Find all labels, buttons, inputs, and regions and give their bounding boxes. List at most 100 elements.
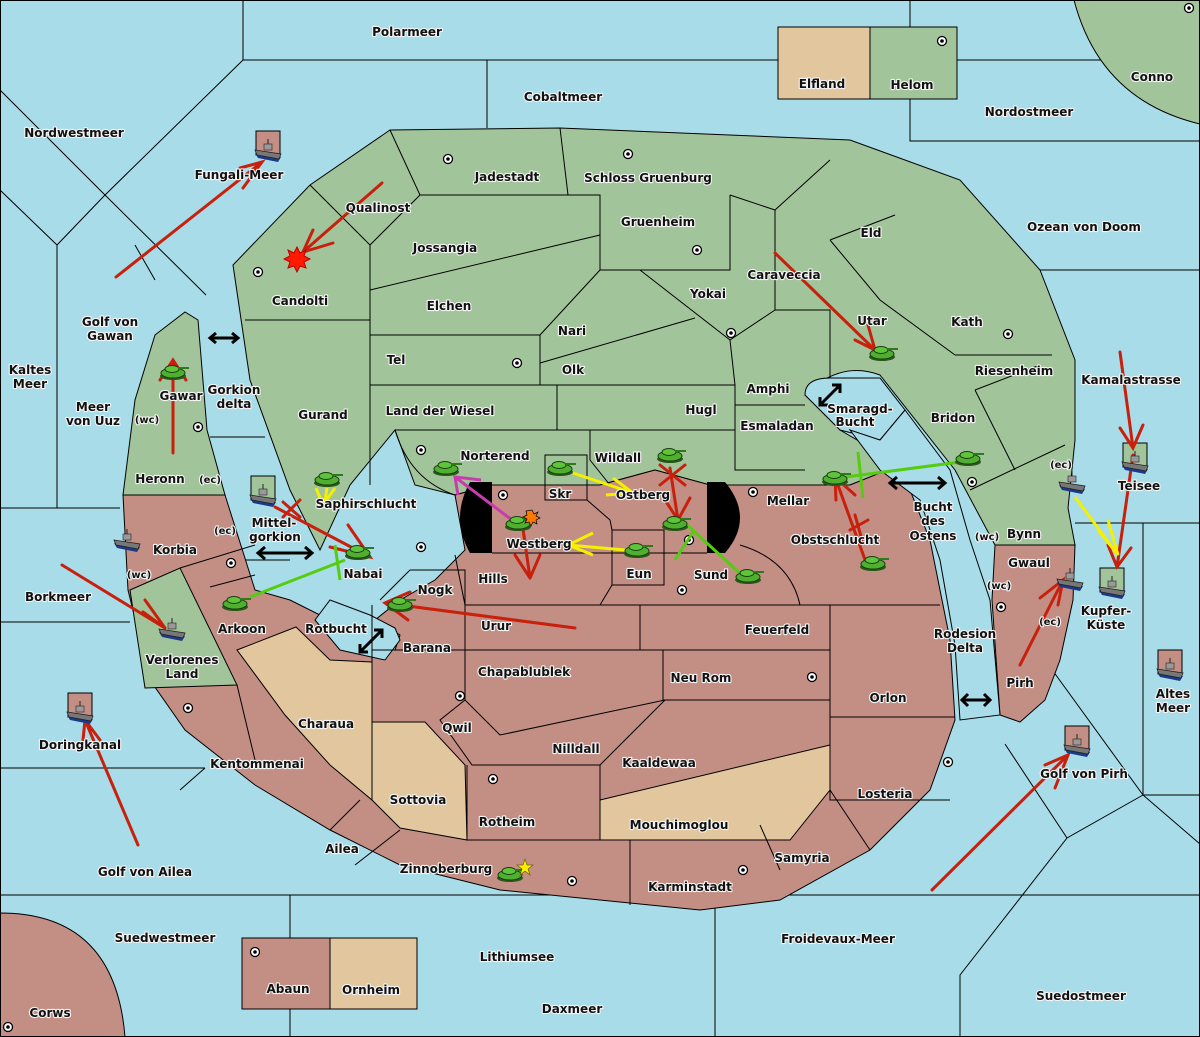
label-gawar-wc: (wc) [135,415,159,426]
supply-center-icon [497,489,509,501]
label-hugl: Hugl [685,403,716,417]
supply-center-icon [2,1021,14,1033]
label-kath: Kath [951,315,983,329]
label-bucht-3: Ostens [910,529,957,543]
label-wildall: Wildall [595,451,641,465]
label-gorkion-2: delta [217,397,252,411]
label-rotbucht: Rotbucht [305,622,367,636]
label-saphirschlucht: Saphirschlucht [316,497,417,511]
label-eun: Eun [626,567,651,581]
label-urur: Urur [481,619,511,633]
supply-center-icon [966,476,978,488]
label-jossangia: Jossangia [412,241,477,255]
label-smaragd-1: Smaragd- [827,402,892,416]
label-rodesion-2: Delta [947,641,983,655]
label-bynn-ec: (ec) [1050,460,1072,471]
label-ostberg: Ostberg [616,488,670,502]
label-golf-gawan-1: Golf von [82,315,138,329]
label-schloss: Schloss Gruenburg [584,171,712,185]
label-heronn: Heronn [135,472,184,486]
supply-center-icon [415,541,427,553]
label-kupfer-2: Küste [1087,618,1126,632]
label-bynn-wc: (wc) [975,532,999,543]
label-pirh: Pirh [1006,676,1033,690]
label-doringkanal: Doringkanal [39,738,121,752]
supply-center-icon [676,584,688,596]
label-samyria: Samyria [774,851,829,865]
label-suedwestmeer: Suedwestmeer [115,931,216,945]
label-obstschlucht: Obstschlucht [791,533,880,547]
label-altes-1: Altes [1156,687,1190,701]
supply-center-icon [415,444,427,456]
label-barana: Barana [403,641,451,655]
supply-center-icon [691,244,703,256]
label-elchen: Elchen [427,299,472,313]
label-korbia-ec: (ec) [214,526,236,537]
label-karminstadt: Karminstadt [648,880,732,894]
territory-corws[interactable] [0,912,126,1037]
label-verlorenes-2: Land [166,667,199,681]
label-nordostmeer: Nordostmeer [985,105,1074,119]
label-caraveccia: Caraveccia [747,268,820,282]
label-charaua: Charaua [298,717,354,731]
label-golf-gawan-2: Gawan [87,329,133,343]
supply-center-icon [442,153,454,165]
label-gawar: Gawar [159,389,202,403]
supply-center-icon [182,702,194,714]
label-sottovia: Sottovia [390,793,447,807]
label-polarmeer: Polarmeer [372,25,442,39]
label-ozean: Ozean von Doom [1027,220,1141,234]
label-bridon: Bridon [931,411,976,425]
label-mouchimoglou: Mouchimoglou [630,818,729,832]
territory-conno[interactable] [1073,0,1200,125]
label-jadestadt: Jadestadt [474,170,540,184]
label-norterend: Norterend [460,449,529,463]
label-bucht-2: des [921,514,945,528]
label-ailea: Ailea [325,842,359,856]
sea-rotbucht[interactable] [314,599,401,661]
supply-center-icon [936,35,948,47]
label-bynn: Bynn [1007,527,1041,541]
label-yokai: Yokai [689,287,726,301]
label-tel: Tel [387,353,406,367]
label-froidevaux: Froidevaux-Meer [781,932,895,946]
label-ornheim: Ornheim [342,983,400,997]
label-corws: Corws [29,1006,70,1020]
label-golf-ailea: Golf von Ailea [98,865,192,879]
label-neu-rom: Neu Rom [671,671,732,685]
territory-gwaul-pirh[interactable] [991,544,1076,723]
supply-center-icon [806,671,818,683]
label-heronn-ec: (ec) [199,475,221,486]
labels: Polarmeer Cobaltmeer Nordwestmeer Fungal… [8,24,1192,1021]
label-nordwestmeer: Nordwestmeer [24,126,124,140]
label-cobaltmeer: Cobaltmeer [524,90,602,104]
label-esmaladan: Esmaladan [740,419,813,433]
label-borkmeer: Borkmeer [25,590,91,604]
label-bucht-1: Bucht [913,500,952,514]
label-olk: Olk [562,363,585,377]
supply-center-icon [249,946,261,958]
territory-ornheim[interactable] [329,937,418,1010]
label-gorkion-1: Gorkion [208,383,261,397]
supply-center-icon [737,864,749,876]
label-rodesion-1: Rodesion [934,627,996,641]
orders [60,159,1145,892]
label-chapablublek: Chapablublek [478,665,571,679]
label-skr: Skr [549,487,572,501]
supply-center-icon [1002,328,1014,340]
territory-elfland[interactable] [777,26,871,100]
label-smaragd-2: Bucht [835,415,874,429]
supply-center-icon [1183,2,1195,14]
supply-center-icon [454,690,466,702]
label-fungali: Fungali-Meer [195,168,284,182]
label-mittel-2: gorkion [249,530,301,544]
sea-bucht-des-ostens[interactable] [848,409,1001,721]
label-riesenheim: Riesenheim [975,364,1054,378]
label-land-wiesel: Land der Wiesel [386,404,495,418]
label-nari: Nari [558,324,586,338]
label-mellar: Mellar [767,494,809,508]
label-gwaul-ec: (ec) [1039,617,1061,628]
label-lithiumsee: Lithiumsee [480,950,555,964]
label-qwil: Qwil [442,721,472,735]
